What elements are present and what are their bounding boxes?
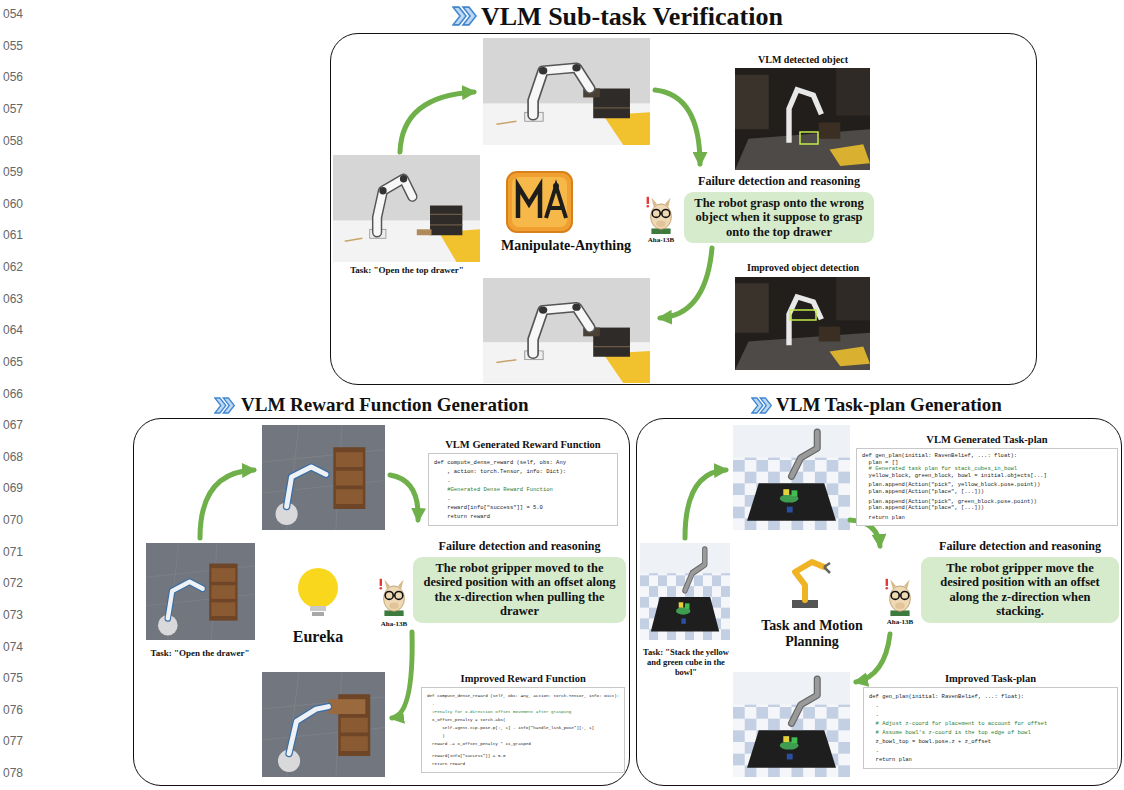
task-caption: Task: "Open the top drawer" — [350, 265, 464, 275]
line-number: 064 — [3, 324, 23, 338]
model-name: Aha-13B — [648, 236, 674, 244]
section-title: VLM Sub-task Verification — [481, 3, 783, 32]
line-number: 073 — [3, 609, 23, 623]
code-line: return reward — [434, 512, 612, 521]
line-number: 067 — [3, 419, 23, 433]
section-panel: VLM Reward Function GenerationVLM Genera… — [133, 418, 630, 786]
line-number: 078 — [3, 767, 23, 781]
image-caption: Improved object detection — [747, 262, 859, 274]
code-line: . — [869, 710, 1112, 719]
line-number: 076 — [3, 704, 23, 718]
task-caption: Task: "Stack the yellow and green cube i… — [639, 648, 733, 677]
reasoning-text: The robot grasp onto the wrong object wh… — [690, 196, 868, 239]
line-number: 071 — [3, 546, 23, 560]
code-line: def gen_plan(initial: RavenBelief, ...: … — [869, 692, 1112, 701]
section-panel: VLM Task-plan GenerationVLM Generated Ta… — [636, 418, 1122, 786]
reasoning-box: Failure detection and reasoningThe robot… — [921, 557, 1119, 623]
line-number: 059 — [3, 166, 23, 180]
code-line: #Penalty for x-direction offset movement… — [427, 708, 619, 716]
line-number: 063 — [3, 293, 23, 307]
code-line: plan.append(Action("place", [...])) — [862, 505, 1112, 512]
line-number: 055 — [3, 40, 23, 54]
model-name: Aha-13B — [381, 620, 407, 628]
code-line: #Generated Dense Reward Function — [434, 485, 612, 494]
code-heading: VLM Generated Task-plan — [926, 434, 1047, 445]
code-line: , action: torch.Tensor, info: Dict): — [434, 467, 612, 476]
code-line: # Generated task plan for stack_cubes_in… — [862, 466, 1112, 473]
line-number: 068 — [3, 451, 23, 465]
reasoning-text: The robot gripper moved to the desired p… — [419, 561, 620, 619]
section-panel: VLM Sub-task VerificationFailure detecti… — [330, 33, 1037, 385]
line-number: 075 — [3, 672, 23, 686]
reasoning-heading: Failure detection and reasoning — [439, 539, 601, 554]
code-line: return plan — [869, 755, 1112, 764]
line-number: 057 — [3, 103, 23, 117]
line-number: 072 — [3, 577, 23, 591]
code-heading: Improved Task-plan — [945, 673, 1036, 684]
code-line: reward[info["success"]] = 5.0 — [434, 503, 612, 512]
code-heading: VLM Generated Reward Function — [445, 439, 600, 450]
reasoning-box: Failure detection and reasoningThe robot… — [413, 557, 626, 623]
task-caption: Task: "Open the drawer" — [151, 648, 250, 658]
code-box: Improved Reward Functiondef compute_dens… — [421, 687, 625, 773]
reasoning-text: The robot gripper move the desired posit… — [927, 561, 1113, 619]
line-number: 062 — [3, 261, 23, 275]
line-number: 054 — [3, 8, 23, 22]
code-line: self.agent.tcp.pose.p[:, 1] - info["hand… — [427, 724, 619, 732]
code-line: reward[info["success"]] = 5.0 — [427, 752, 619, 760]
section-title: VLM Reward Function Generation — [241, 395, 529, 416]
line-number: 074 — [3, 641, 23, 655]
method-name: Task and Motion Planning — [750, 618, 875, 650]
code-line: . — [434, 476, 612, 485]
code-line: . — [434, 494, 612, 503]
code-box: Improved Task-plandef gen_plan(initial: … — [863, 687, 1118, 769]
code-line: . — [427, 700, 619, 708]
code-line: return reward — [427, 760, 619, 768]
code-line: plan.append(Action("place", [...])) — [862, 489, 1112, 496]
model-name: Aha-13B — [887, 618, 913, 626]
code-line: def compute_dense_reward (self, obs: Any — [434, 458, 612, 467]
code-line: plan.append(Action("pick", green_block.p… — [862, 499, 1112, 506]
code-line: z_bowl_top = bowl.pose.z + z_offset — [869, 737, 1112, 746]
code-line: # Assume bowl's z-coord is the top edge … — [869, 728, 1112, 737]
line-number: 077 — [3, 735, 23, 749]
code-line: reward -= x_offset_penalty * is_grasped — [427, 740, 619, 748]
code-box: VLM Generated Task-plandef gen_plan(init… — [856, 448, 1118, 526]
code-line: def gen_plan(initial: RavenBelief, ...: … — [862, 453, 1112, 460]
line-number: 060 — [3, 198, 23, 212]
line-number: 069 — [3, 482, 23, 496]
code-line: . — [869, 746, 1112, 755]
line-number: 058 — [3, 135, 23, 149]
code-heading: Improved Reward Function — [461, 673, 586, 684]
code-box: VLM Generated Reward Functiondef compute… — [428, 453, 618, 526]
code-line: return plan — [862, 515, 1112, 522]
code-line: yellow_block, green_block, bowl = initia… — [862, 473, 1112, 480]
method-name: Manipulate-Anything — [501, 238, 631, 254]
line-number: 061 — [3, 229, 23, 243]
line-number: 056 — [3, 71, 23, 85]
code-line: plan.append(Action("pick", yellow_block.… — [862, 482, 1112, 489]
method-name: Eureka — [293, 628, 343, 646]
line-number: 065 — [3, 356, 23, 370]
code-line: ) — [427, 732, 619, 740]
reasoning-heading: Failure detection and reasoning — [698, 174, 860, 189]
code-line: . — [869, 701, 1112, 710]
code-line: def compute_dense_reward (self, obs: Any… — [427, 692, 619, 700]
line-number: 070 — [3, 514, 23, 528]
section-title: VLM Task-plan Generation — [776, 395, 1002, 416]
code-line: # Adjust z-coord for placement to accoun… — [869, 719, 1112, 728]
code-line: x_offset_penalty = torch.abs( — [427, 716, 619, 724]
line-number: 066 — [3, 388, 23, 402]
reasoning-heading: Failure detection and reasoning — [939, 539, 1101, 554]
reasoning-box: Failure detection and reasoningThe robot… — [684, 192, 874, 243]
code-line: plan = [] — [862, 460, 1112, 467]
image-caption: VLM detected object — [758, 54, 848, 66]
